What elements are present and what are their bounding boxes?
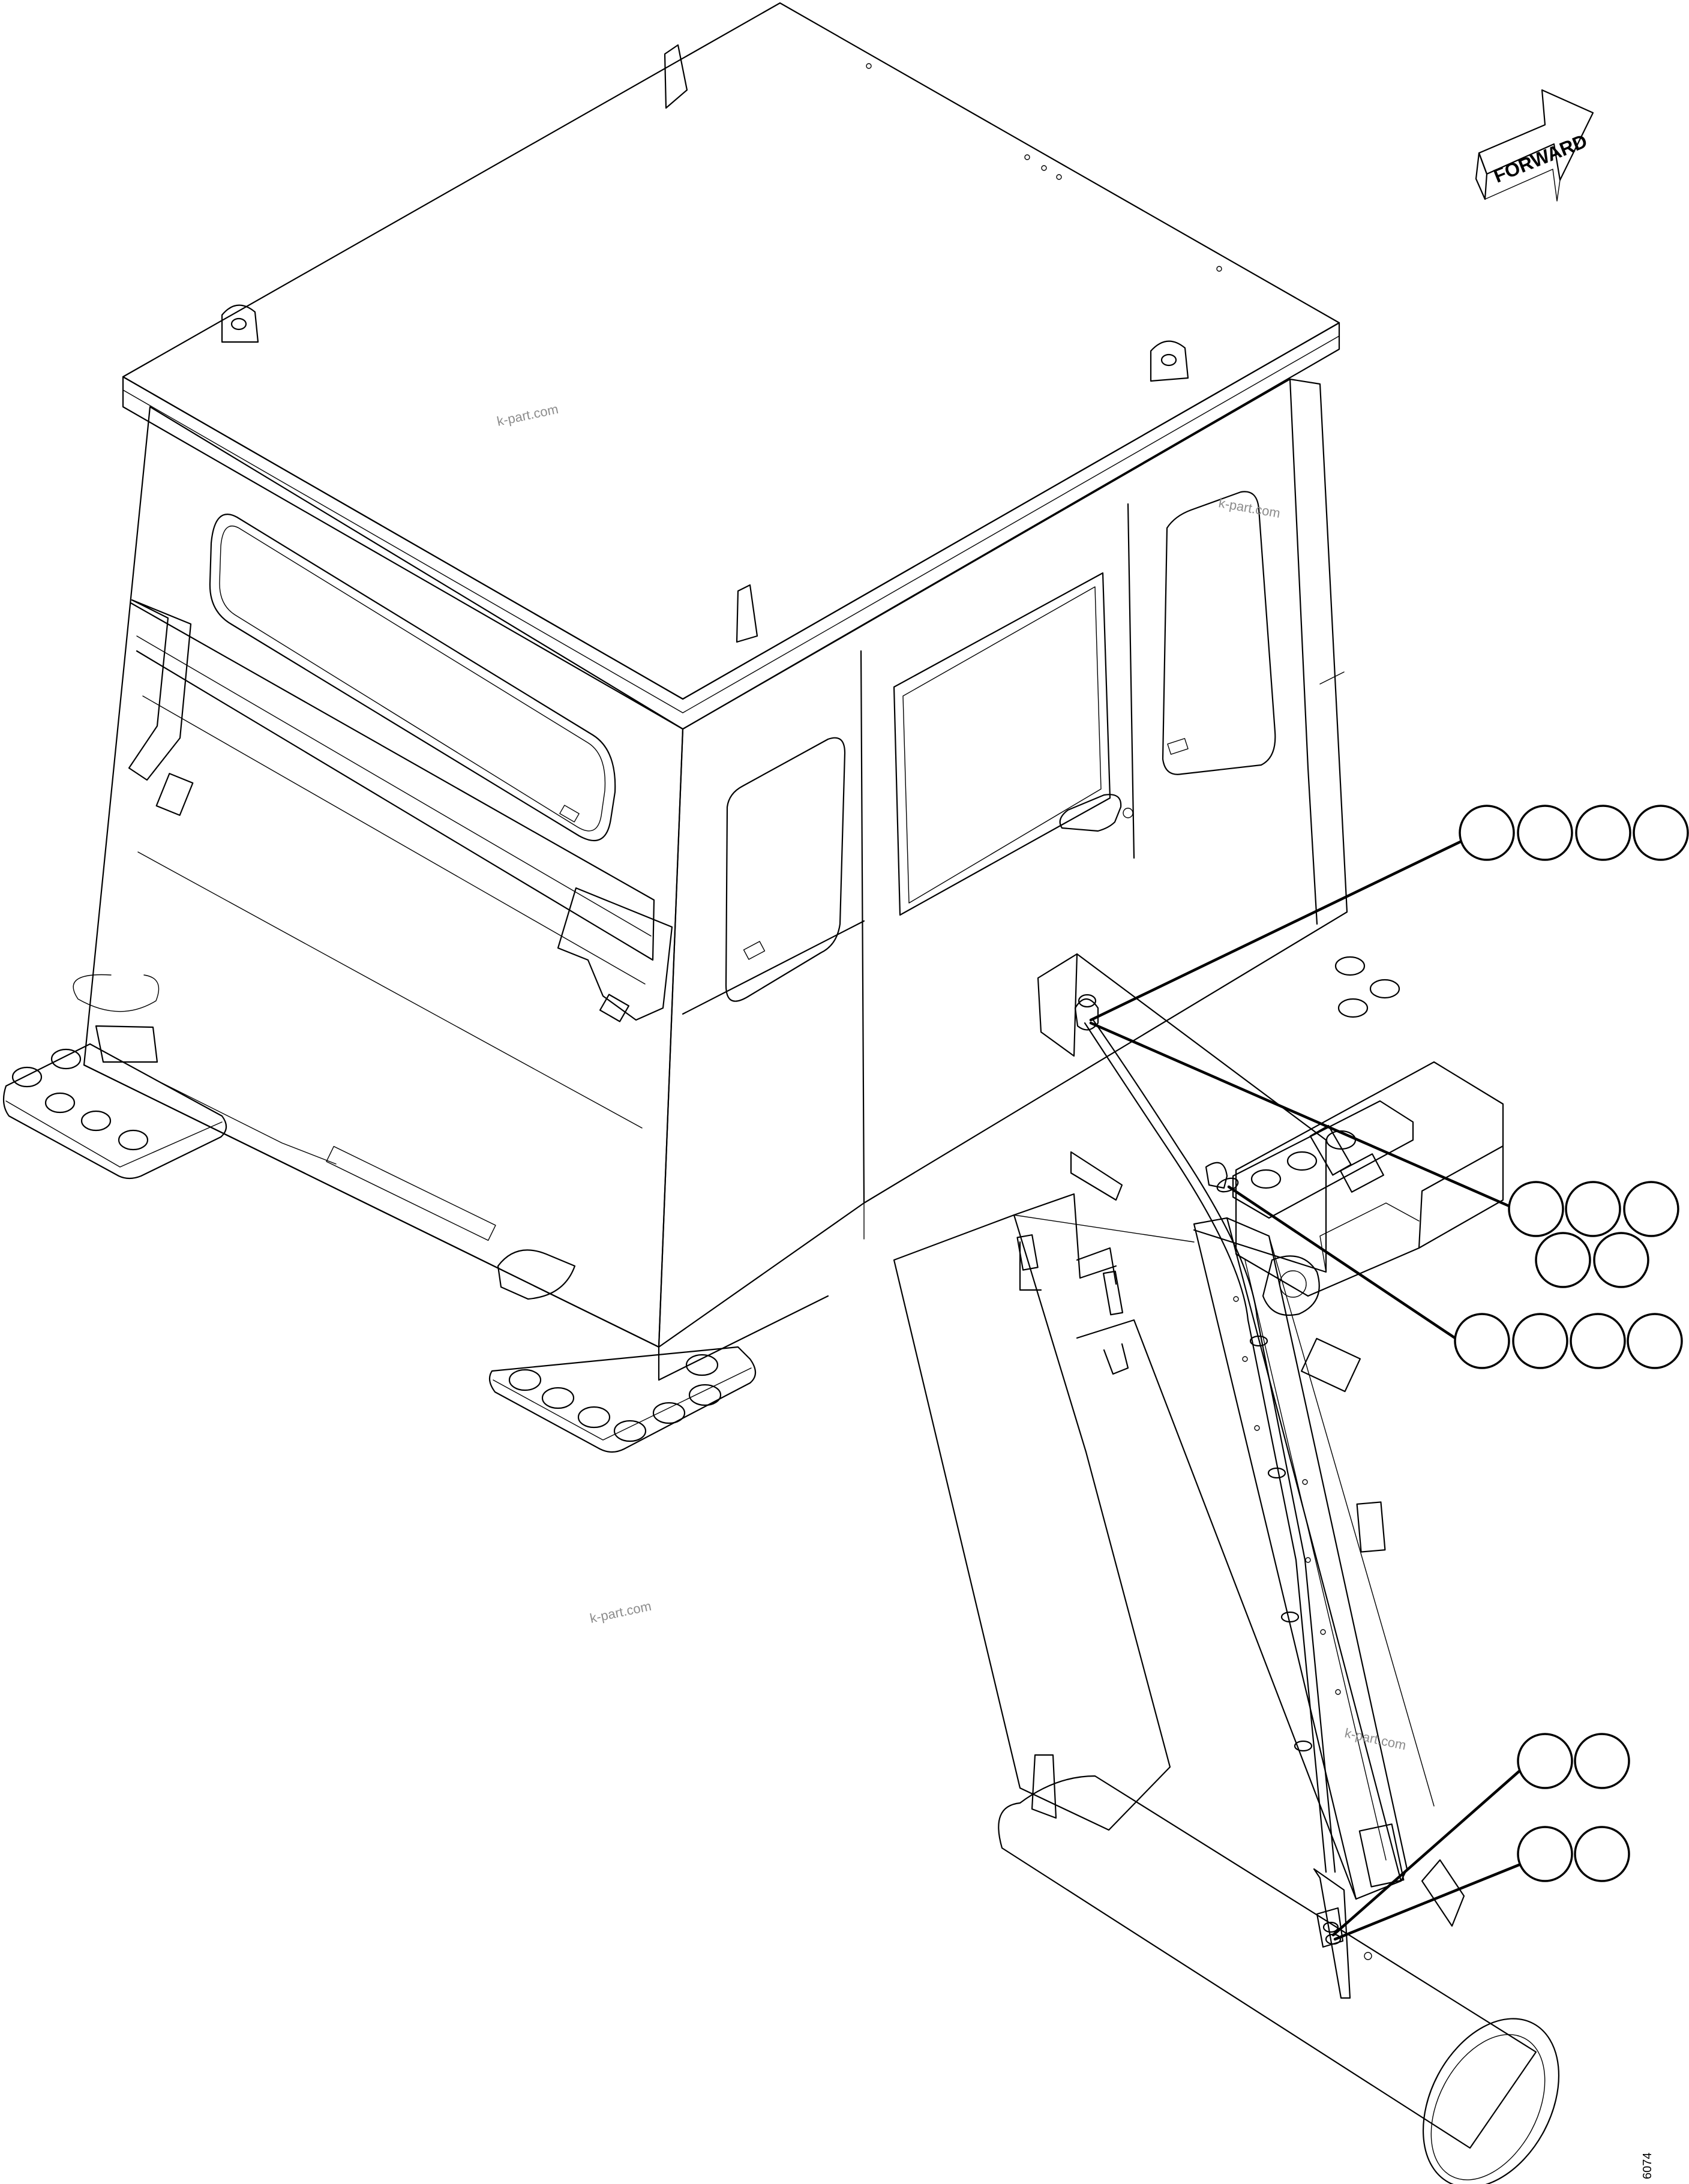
bracket bbox=[1356, 1501, 1386, 1553]
callout-bubble[interactable] bbox=[1633, 805, 1689, 861]
watermark: k-part.com bbox=[496, 401, 560, 429]
right-window bbox=[1162, 491, 1276, 775]
roof-rim-line bbox=[682, 335, 1340, 713]
callout-bubble[interactable] bbox=[1575, 805, 1631, 861]
cab-roof-rim bbox=[122, 322, 1340, 730]
callout-bubble[interactable] bbox=[1574, 1733, 1630, 1789]
lifting-lug bbox=[736, 584, 758, 643]
door-window bbox=[893, 572, 1111, 916]
door-handle bbox=[1059, 794, 1122, 832]
callout-group-5 bbox=[1517, 1826, 1630, 1882]
hose-clip bbox=[1267, 1467, 1286, 1479]
step-bracket bbox=[326, 1145, 496, 1241]
rear-bracket bbox=[557, 887, 673, 1021]
plate bbox=[1300, 1337, 1361, 1393]
lifting-lug bbox=[221, 304, 259, 343]
lifting-lug bbox=[664, 44, 688, 109]
hose-clip bbox=[1249, 1335, 1268, 1347]
frame-beam bbox=[1076, 953, 1327, 1273]
clamp bbox=[95, 1025, 158, 1063]
hose-fitting-top bbox=[1074, 998, 1099, 1031]
axle-bracket bbox=[1031, 1754, 1057, 1819]
roof-bolt bbox=[1056, 174, 1062, 180]
axle-bracket bbox=[1313, 1868, 1351, 1999]
roof-bolt bbox=[1041, 165, 1047, 171]
rear-bracket bbox=[128, 599, 192, 781]
cab-right-wall bbox=[658, 378, 1348, 1348]
cab-left-wall bbox=[83, 406, 684, 1348]
callout-bubble[interactable] bbox=[1565, 1181, 1621, 1237]
roof-bolt bbox=[1024, 154, 1030, 160]
watermark: k-part.com bbox=[1217, 495, 1282, 521]
hose-clip bbox=[1294, 1740, 1313, 1752]
harness-line bbox=[161, 1082, 337, 1165]
hose-clip bbox=[1280, 1611, 1300, 1623]
side-window bbox=[725, 737, 846, 1002]
callout-bubble[interactable] bbox=[1627, 1313, 1683, 1369]
plate bbox=[1358, 1823, 1405, 1888]
window-latch bbox=[1167, 738, 1189, 755]
callout-bubble[interactable] bbox=[1535, 1232, 1591, 1288]
hose-fitting-bottom bbox=[1316, 1907, 1344, 1948]
gusset bbox=[1037, 953, 1078, 1057]
callout-group-1 bbox=[1459, 805, 1689, 861]
mount-plate bbox=[155, 773, 194, 816]
leader-lines bbox=[1089, 838, 1521, 1941]
callout-bubble[interactable] bbox=[1508, 1181, 1564, 1237]
axle-tube bbox=[998, 1754, 1560, 2184]
window-latch bbox=[743, 941, 766, 960]
roof-bolt bbox=[866, 63, 872, 69]
axle-tube-end bbox=[1422, 2018, 1560, 2184]
callout-bubble[interactable] bbox=[1570, 1313, 1626, 1369]
lifting-lug bbox=[1150, 340, 1189, 382]
callout-bubble[interactable] bbox=[1512, 1313, 1568, 1369]
window-latch bbox=[559, 805, 580, 823]
support-arm bbox=[893, 1214, 1435, 1900]
foot-pad-left bbox=[2, 1043, 227, 1180]
hose bbox=[1084, 1022, 1327, 1873]
forward-arrow-icon: FORWARD bbox=[1475, 89, 1594, 202]
callout-group-4 bbox=[1517, 1733, 1630, 1789]
leader-line bbox=[1331, 1769, 1521, 1937]
clamp bbox=[497, 1249, 576, 1300]
drawing-code: 6074 bbox=[1641, 2153, 1654, 2180]
axle-bracket bbox=[1421, 1859, 1465, 1927]
mount-plate bbox=[599, 994, 630, 1022]
support-frame bbox=[1013, 953, 1504, 1393]
pivot-bore bbox=[1262, 1255, 1320, 1316]
roof-rim-line bbox=[122, 389, 683, 713]
callout-bubble[interactable] bbox=[1459, 805, 1515, 861]
leader-line bbox=[1227, 1185, 1457, 1340]
forward-label: FORWARD bbox=[1490, 130, 1590, 187]
callout-bubble[interactable] bbox=[1593, 1232, 1649, 1288]
callout-group-3 bbox=[1454, 1313, 1683, 1369]
watermark: k-part.com bbox=[1343, 1725, 1408, 1753]
callout-bubble[interactable] bbox=[1517, 1826, 1573, 1882]
leader-line bbox=[1089, 838, 1466, 1022]
hose-clip bbox=[1216, 1177, 1239, 1193]
leader-line bbox=[1089, 1021, 1511, 1208]
rear-window bbox=[209, 514, 616, 842]
callout-bubble[interactable] bbox=[1623, 1181, 1679, 1237]
roof-bolt bbox=[1216, 266, 1222, 272]
watermark: k-part.com bbox=[589, 1598, 653, 1626]
leader-line bbox=[1333, 1863, 1521, 1941]
cab-roof bbox=[122, 2, 1340, 700]
callout-bubble[interactable] bbox=[1517, 1733, 1573, 1789]
cable-loop bbox=[73, 974, 160, 1012]
mount-platform bbox=[1235, 1061, 1504, 1297]
callout-bubble[interactable] bbox=[1454, 1313, 1510, 1369]
callout-bubble[interactable] bbox=[1517, 805, 1573, 861]
hose bbox=[1092, 1019, 1336, 1873]
operator-cab bbox=[73, 2, 1348, 1381]
hose-assembly bbox=[1074, 994, 1344, 1948]
callout-group-2 bbox=[1508, 1181, 1679, 1288]
callout-bubble[interactable] bbox=[1574, 1826, 1630, 1882]
foot-pad-front bbox=[488, 1346, 757, 1453]
